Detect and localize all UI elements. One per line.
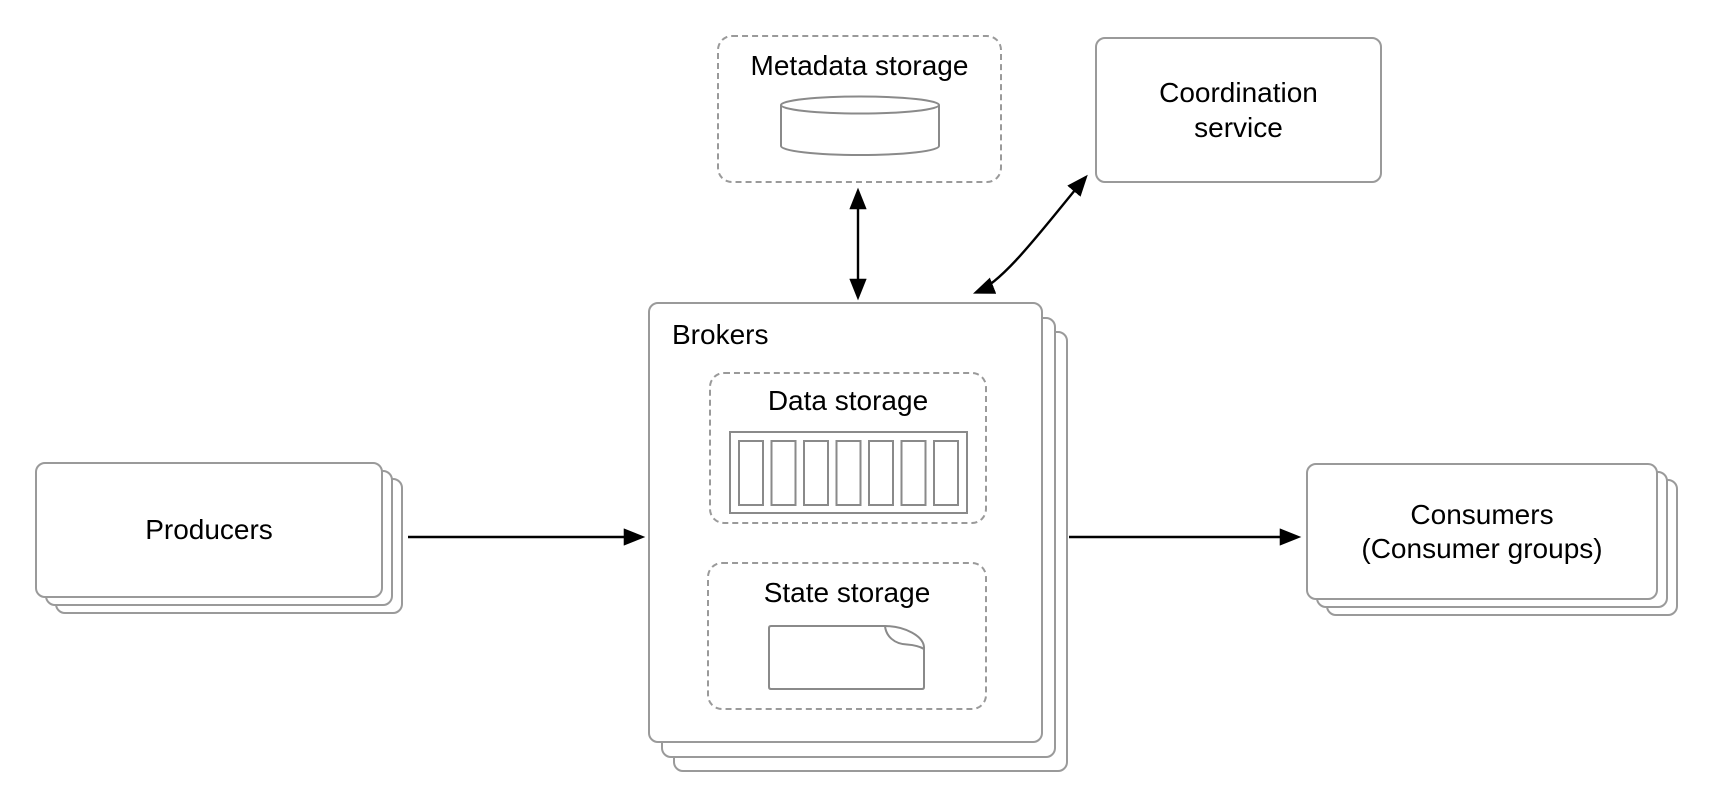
node-consumers: Consumers (Consumer groups): [1306, 463, 1678, 616]
edge-brokers-coordination-service: [972, 174, 1088, 294]
partition-bars-icon: [728, 431, 968, 514]
metadata-storage-label: Metadata storage: [750, 50, 969, 81]
node-producers: Producers: [35, 462, 403, 614]
state-storage-label: State storage: [763, 577, 931, 608]
node-data-storage: Data storage: [709, 372, 987, 524]
node-metadata-storage: Metadata storage: [717, 35, 1002, 183]
document-outline: [768, 625, 926, 690]
producers-label: Producers: [145, 514, 273, 545]
consumers-box: Consumers (Consumer groups): [1306, 463, 1658, 600]
coordination-service-label: Coordination service: [1159, 77, 1318, 143]
database-cylinder-icon: [779, 95, 940, 156]
document-fold: [884, 625, 925, 650]
consumers-sublabel: (Consumer groups): [1361, 532, 1603, 564]
brokers-label: Brokers: [672, 319, 769, 350]
cylinder-body: [779, 105, 940, 156]
node-coordination-service: Coordination service: [1095, 37, 1382, 183]
producers-box: Producers: [35, 462, 383, 598]
consumers-label: Consumers: [1410, 498, 1554, 530]
document-icon: [768, 625, 926, 690]
brokers-box: Brokers Data storage State storage: [648, 302, 1043, 743]
node-state-storage: State storage: [707, 562, 987, 710]
node-brokers: Brokers Data storage State storage: [648, 302, 1068, 772]
cylinder-top: [779, 95, 940, 115]
data-storage-label: Data storage: [767, 385, 929, 416]
